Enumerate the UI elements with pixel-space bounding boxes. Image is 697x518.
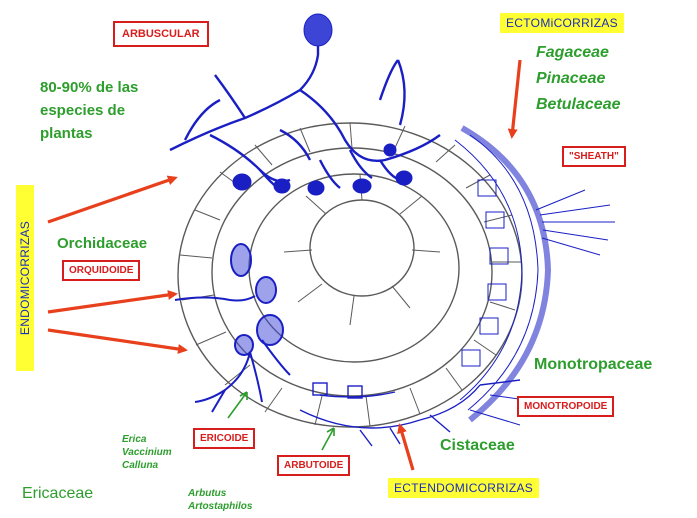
orchid-peletons bbox=[175, 244, 276, 303]
percent-species-line-3: plantas bbox=[40, 126, 93, 143]
arrow-endo-to-orchid bbox=[48, 294, 175, 312]
arrow-ericoid-pointer bbox=[228, 392, 247, 418]
ericoid-genus-calluna: Calluna bbox=[122, 460, 158, 471]
monotropoide-label: MONOTROPOIDE bbox=[517, 396, 614, 417]
fungal-sheath bbox=[455, 128, 615, 425]
ectendomicorrizas-label: ECTENDOMICORRIZAS bbox=[388, 478, 539, 498]
root-cross-section bbox=[178, 123, 522, 427]
cistaceae-label: Cistaceae bbox=[440, 437, 515, 455]
arrow-endo-to-arbuscular bbox=[48, 178, 175, 222]
cortex-ring-1 bbox=[212, 148, 492, 396]
orchidaceae-label: Orchidaceae bbox=[57, 236, 147, 253]
vascular-cylinder bbox=[310, 200, 414, 296]
arbutoide-label: ARBUTOIDE bbox=[277, 455, 350, 476]
ericoid-genus-erica: Erica bbox=[122, 434, 146, 445]
ecto-family-pinaceae: Pinaceae bbox=[536, 70, 605, 88]
percent-species-line-2: especies de bbox=[40, 103, 125, 120]
monotropaceae-label: Monotropaceae bbox=[534, 356, 652, 374]
ericoide-label: ERICOIDE bbox=[193, 428, 255, 449]
arbutoid-genus-arbutus: Arbutus bbox=[188, 488, 226, 499]
arrow-endo-to-ericoid bbox=[48, 330, 185, 350]
ecto-family-betulaceae: Betulaceae bbox=[536, 96, 621, 114]
ectomicorrizas-label: ECTOMiCORRIZAS bbox=[500, 13, 624, 33]
arrow-ecto-to-sheath bbox=[512, 60, 520, 136]
percent-species-line-1: 80-90% de las bbox=[40, 80, 138, 97]
ericaceae-label: Ericaceae bbox=[22, 485, 93, 503]
sheath-label: "SHEATH" bbox=[562, 146, 626, 167]
ecto-family-fagaceae: Fagaceae bbox=[536, 44, 609, 62]
cell-walls bbox=[180, 123, 522, 426]
arbuscular-hyphae bbox=[170, 40, 440, 190]
orquidoide-label: ORQUIDOIDE bbox=[62, 260, 140, 281]
endomicorrizas-label: ENDOMICORRIZAS bbox=[16, 185, 34, 371]
arbutoid-genus-artostaphilos: Artostaphilos bbox=[188, 501, 252, 512]
ericoid-genus-vaccinium: Vaccinium bbox=[122, 447, 172, 458]
arrow-ectendo-to-root bbox=[400, 426, 413, 470]
arbuscular-label: ARBUSCULAR bbox=[113, 21, 209, 47]
